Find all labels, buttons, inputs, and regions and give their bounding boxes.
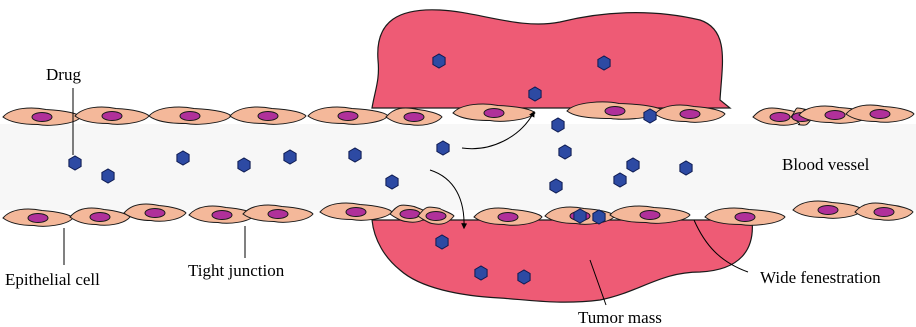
cell-nucleus bbox=[268, 210, 288, 219]
top-epithelial-cell bbox=[3, 108, 81, 125]
cell-nucleus bbox=[338, 112, 358, 121]
cell-nucleus bbox=[258, 112, 278, 121]
drug-molecule bbox=[593, 210, 605, 224]
tumor-mass-upper bbox=[372, 10, 730, 108]
drug-molecule bbox=[518, 270, 530, 284]
cell-nucleus bbox=[870, 110, 890, 119]
cell-nucleus bbox=[426, 212, 446, 221]
drug-molecule bbox=[598, 56, 610, 70]
label-tumor-mass: Tumor mass bbox=[578, 308, 662, 327]
cell-nucleus bbox=[212, 211, 232, 220]
cell-nucleus bbox=[400, 210, 420, 219]
drug-molecule bbox=[475, 266, 487, 280]
bottom-epithelial-cell bbox=[70, 208, 130, 225]
cell-nucleus bbox=[484, 109, 504, 118]
drug-molecule bbox=[529, 87, 541, 101]
cell-nucleus bbox=[874, 208, 894, 217]
drug-molecule bbox=[284, 150, 296, 164]
cell-nucleus bbox=[640, 211, 660, 220]
cell-nucleus bbox=[145, 209, 165, 218]
drug-molecule bbox=[574, 209, 586, 223]
drug-molecule bbox=[559, 145, 571, 159]
drug-molecule bbox=[102, 169, 114, 183]
cell-nucleus bbox=[818, 206, 838, 215]
cell-nucleus bbox=[605, 107, 625, 116]
top-epithelial-cell bbox=[149, 107, 231, 124]
cell-nucleus bbox=[735, 213, 755, 222]
bottom-epithelial-cell bbox=[3, 209, 73, 226]
drug-molecule bbox=[627, 158, 639, 172]
bottom-epithelial-cell bbox=[705, 208, 785, 225]
cell-nucleus bbox=[770, 113, 790, 122]
vessel-lumen bbox=[0, 124, 916, 210]
top-epithelial-cell bbox=[230, 107, 306, 124]
top-epithelial-cell bbox=[308, 107, 388, 124]
label-blood-vessel: Blood vessel bbox=[782, 155, 870, 174]
drug-molecule bbox=[349, 148, 361, 162]
drug-molecule bbox=[177, 151, 189, 165]
cell-nucleus bbox=[404, 113, 424, 122]
cell-nucleus bbox=[498, 213, 518, 222]
cell-nucleus bbox=[825, 111, 845, 120]
top-epithelial-cell bbox=[386, 108, 442, 125]
drug-molecule bbox=[386, 175, 398, 189]
drug-molecule bbox=[550, 179, 562, 193]
cell-nucleus bbox=[680, 110, 700, 119]
label-tight-junction: Tight junction bbox=[188, 261, 285, 280]
drug-molecule bbox=[680, 161, 692, 175]
drug-molecule bbox=[614, 173, 626, 187]
drug-molecule bbox=[238, 158, 250, 172]
top-epithelial-cell bbox=[75, 107, 149, 124]
cell-nucleus bbox=[90, 213, 110, 222]
label-wide-fenestration: Wide fenestration bbox=[760, 268, 881, 287]
drug-molecule bbox=[552, 118, 564, 132]
drug-molecule bbox=[437, 141, 449, 155]
drug-molecule bbox=[436, 235, 448, 249]
cell-nucleus bbox=[28, 214, 48, 223]
cell-nucleus bbox=[180, 112, 200, 121]
cell-nucleus bbox=[32, 113, 52, 122]
tumor-mass-lower bbox=[372, 220, 752, 302]
cell-nucleus bbox=[346, 208, 366, 217]
label-epithelial-cell: Epithelial cell bbox=[5, 270, 100, 289]
label-drug: Drug bbox=[46, 65, 81, 84]
drug-molecule bbox=[69, 156, 81, 170]
cell-nucleus bbox=[102, 112, 122, 121]
drug-molecule bbox=[433, 54, 445, 68]
drug-molecule bbox=[644, 109, 656, 123]
